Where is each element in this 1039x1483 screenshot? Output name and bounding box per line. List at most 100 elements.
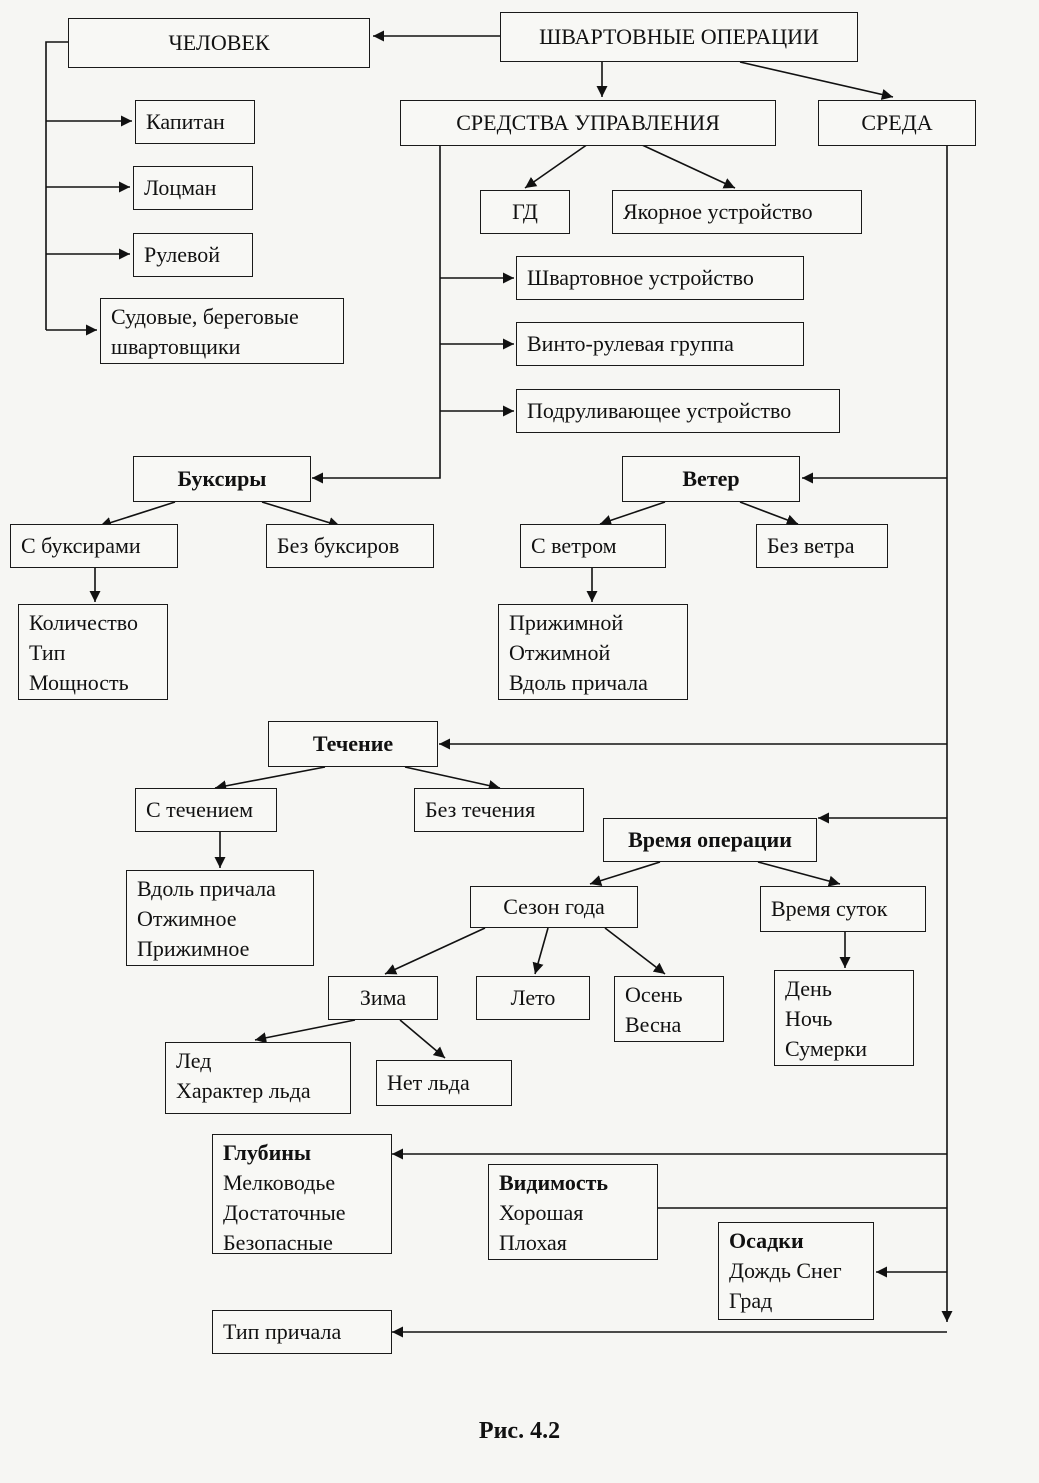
edge-wind-with	[599, 501, 666, 526]
edge-winter-ice	[254, 1019, 356, 1044]
node-mooring-operations: ШВАРТОВНЫЕ ОПЕРАЦИИ	[500, 12, 858, 62]
node-with-current-label: С течением	[146, 797, 254, 822]
node-time-of-day-label: Время суток	[771, 896, 888, 921]
node-pilot: Лоцман	[133, 166, 253, 210]
edge-winter-noice	[399, 1019, 446, 1059]
node-helmsman-label: Рулевой	[144, 242, 221, 267]
node-without-current: Без течения	[414, 788, 584, 832]
node-tug-params-line-2: Тип	[29, 640, 66, 665]
node-visibility-line-2: Плохая	[499, 1230, 567, 1255]
edge-season-summer	[532, 927, 549, 975]
node-mooring-device: Швартовное устройство	[516, 256, 804, 300]
node-visibility-line-1: Хорошая	[499, 1200, 584, 1225]
node-wind-types-line-3: Вдоль причала	[509, 670, 648, 695]
node-no-ice: Нет льда	[376, 1060, 512, 1106]
figure-caption: Рис. 4.2	[478, 1418, 561, 1444]
node-linesmen-line-2: швартовщики	[111, 334, 241, 359]
node-summer: Лето	[476, 976, 590, 1020]
node-human-label: ЧЕЛОВЕК	[168, 30, 270, 55]
node-autumn-spring: Осень Весна	[614, 976, 724, 1042]
node-with-tugs: С буксирами	[10, 524, 178, 568]
node-with-current: С течением	[135, 788, 277, 832]
node-precipitation-line-1: Дождь Снег	[729, 1258, 842, 1283]
node-tugs-label: Буксиры	[177, 466, 267, 491]
node-without-wind-label: Без ветра	[767, 533, 855, 558]
node-mooring-device-label: Швартовное устройство	[527, 265, 754, 290]
node-anchor-device-label: Якорное устройство	[623, 199, 813, 224]
node-without-wind: Без ветра	[756, 524, 888, 568]
node-season: Сезон года	[470, 886, 638, 928]
edge-controls-anchor	[639, 143, 736, 189]
node-without-current-label: Без течения	[425, 797, 536, 822]
node-winter: Зима	[328, 976, 438, 1020]
node-depths-title: Глубины	[223, 1140, 312, 1165]
node-without-tugs-label: Без буксиров	[277, 533, 400, 558]
edge-human-spine	[45, 41, 68, 330]
node-day-parts-line-1: День	[785, 976, 832, 1001]
node-wind-label: Ветер	[682, 466, 740, 491]
node-day-parts: День Ночь Сумерки	[774, 970, 914, 1066]
node-no-ice-label: Нет льда	[387, 1070, 470, 1095]
node-autumn-spring-line-2: Весна	[625, 1012, 682, 1037]
node-controls-label: СРЕДСТВА УПРАВЛЕНИЯ	[456, 110, 720, 135]
node-berth-type: Тип причала	[212, 1310, 392, 1354]
node-berth-type-label: Тип причала	[223, 1319, 342, 1344]
node-precipitation-line-2: Град	[729, 1288, 773, 1313]
node-visibility-title: Видимость	[499, 1170, 609, 1195]
edge-season-autumn	[604, 927, 666, 975]
node-environment-label: СРЕДА	[861, 110, 933, 135]
node-visibility: Видимость Хорошая Плохая	[488, 1164, 658, 1260]
node-thruster-label: Подруливающее устройство	[527, 398, 792, 423]
node-current-types-line-3: Прижимное	[137, 936, 250, 961]
node-mooring-operations-label: ШВАРТОВНЫЕ ОПЕРАЦИИ	[539, 24, 819, 49]
node-day-parts-line-3: Сумерки	[785, 1036, 867, 1061]
node-depths-line-3: Безопасные	[223, 1230, 333, 1255]
node-operation-time-label: Время операции	[628, 827, 792, 852]
node-autumn-spring-line-1: Осень	[625, 982, 683, 1007]
node-current: Течение	[268, 721, 438, 767]
node-main-engine-label: ГД	[512, 199, 538, 224]
node-captain: Капитан	[135, 100, 255, 144]
node-tug-params: Количество Тип Мощность	[18, 604, 168, 700]
node-wind-types-line-2: Отжимной	[509, 640, 611, 665]
edge-tugs-without	[261, 501, 341, 529]
edge-current-with	[214, 766, 326, 792]
node-with-wind: С ветром	[520, 524, 666, 568]
node-thruster: Подруливающее устройство	[516, 389, 840, 433]
node-current-types-line-2: Отжимное	[137, 906, 237, 931]
node-pilot-label: Лоцман	[144, 175, 217, 200]
node-ice-line-1: Лед	[176, 1048, 212, 1073]
node-operation-time: Время операции	[603, 818, 817, 862]
node-wind-types-line-1: Прижимной	[509, 610, 624, 635]
node-without-tugs: Без буксиров	[266, 524, 434, 568]
node-current-types-line-1: Вдоль причала	[137, 876, 276, 901]
node-ice-line-2: Характер льда	[176, 1078, 311, 1103]
node-wind: Ветер	[622, 456, 800, 502]
edge-optime-season	[589, 861, 661, 886]
node-propeller-rudder-label: Винто-рулевая группа	[527, 331, 734, 356]
edge-controls-spine	[312, 144, 441, 484]
node-propeller-rudder: Винто-рулевая группа	[516, 322, 804, 366]
edge-controls-ge	[524, 143, 589, 189]
node-day-parts-line-2: Ночь	[785, 1006, 833, 1031]
node-depths-line-1: Мелководье	[223, 1170, 336, 1195]
node-linesmen-line-1: Судовые, береговые	[111, 304, 299, 329]
edge-season-winter	[384, 927, 486, 975]
node-tug-params-line-3: Мощность	[29, 670, 129, 695]
node-captain-label: Капитан	[146, 109, 225, 134]
node-precipitation-title: Осадки	[729, 1228, 804, 1253]
node-precipitation: Осадки Дождь Снег Град	[718, 1222, 874, 1320]
edge-wind-without	[739, 501, 799, 526]
node-current-label: Течение	[312, 731, 394, 756]
node-with-tugs-label: С буксирами	[21, 533, 141, 558]
node-controls: СРЕДСТВА УПРАВЛЕНИЯ	[400, 100, 776, 146]
node-tugs: Буксиры	[133, 456, 311, 502]
node-season-label: Сезон года	[503, 894, 605, 919]
node-current-types: Вдоль причала Отжимное Прижимное	[126, 870, 314, 966]
node-human: ЧЕЛОВЕК	[68, 18, 370, 68]
node-wind-types: Прижимной Отжимной Вдоль причала	[498, 604, 688, 700]
edge-tugs-with	[99, 501, 176, 528]
node-main-engine: ГД	[480, 190, 570, 234]
node-time-of-day: Время суток	[760, 886, 926, 932]
node-with-wind-label: С ветром	[531, 533, 617, 558]
